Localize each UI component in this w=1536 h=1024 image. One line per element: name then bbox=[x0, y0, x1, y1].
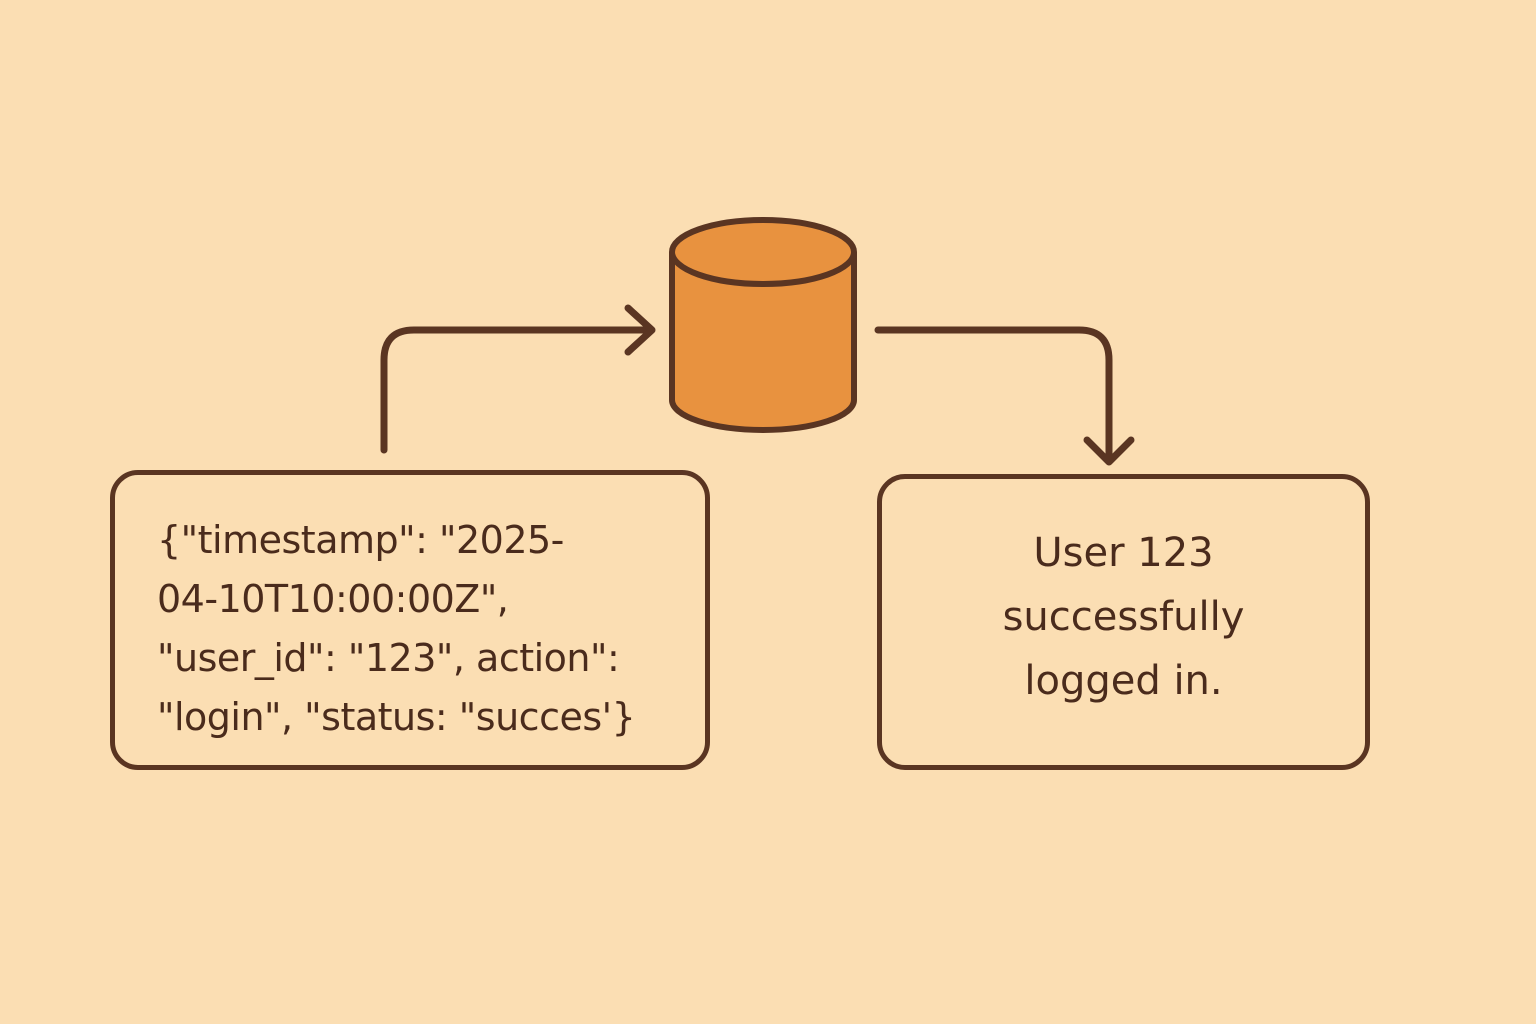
log-entry-text: {"timestamp": "2025- 04-10T10:00:00Z", "… bbox=[157, 511, 636, 747]
database-top bbox=[669, 217, 857, 287]
arrow-down-icon bbox=[874, 326, 1113, 464]
database-cylinder-icon bbox=[669, 217, 857, 433]
message-line: logged in. bbox=[1024, 658, 1223, 704]
database-body bbox=[669, 252, 857, 433]
arrowhead-right bbox=[624, 304, 656, 356]
log-line: "login", "status: "succes'} bbox=[157, 695, 636, 739]
log-line: 04-10T10:00:00Z", bbox=[157, 577, 509, 621]
message-line: User 123 bbox=[1033, 530, 1214, 576]
message-text: User 123 successfully logged in. bbox=[1003, 521, 1245, 713]
arrow-right-icon bbox=[380, 326, 654, 454]
message-line: successfully bbox=[1002, 594, 1245, 640]
message-box: User 123 successfully logged in. bbox=[877, 474, 1370, 770]
log-line: "user_id": "123", action": bbox=[157, 636, 620, 680]
arrowhead-down bbox=[1083, 436, 1135, 466]
log-line: {"timestamp": "2025- bbox=[157, 518, 564, 562]
log-entry-box: {"timestamp": "2025- 04-10T10:00:00Z", "… bbox=[110, 470, 710, 770]
